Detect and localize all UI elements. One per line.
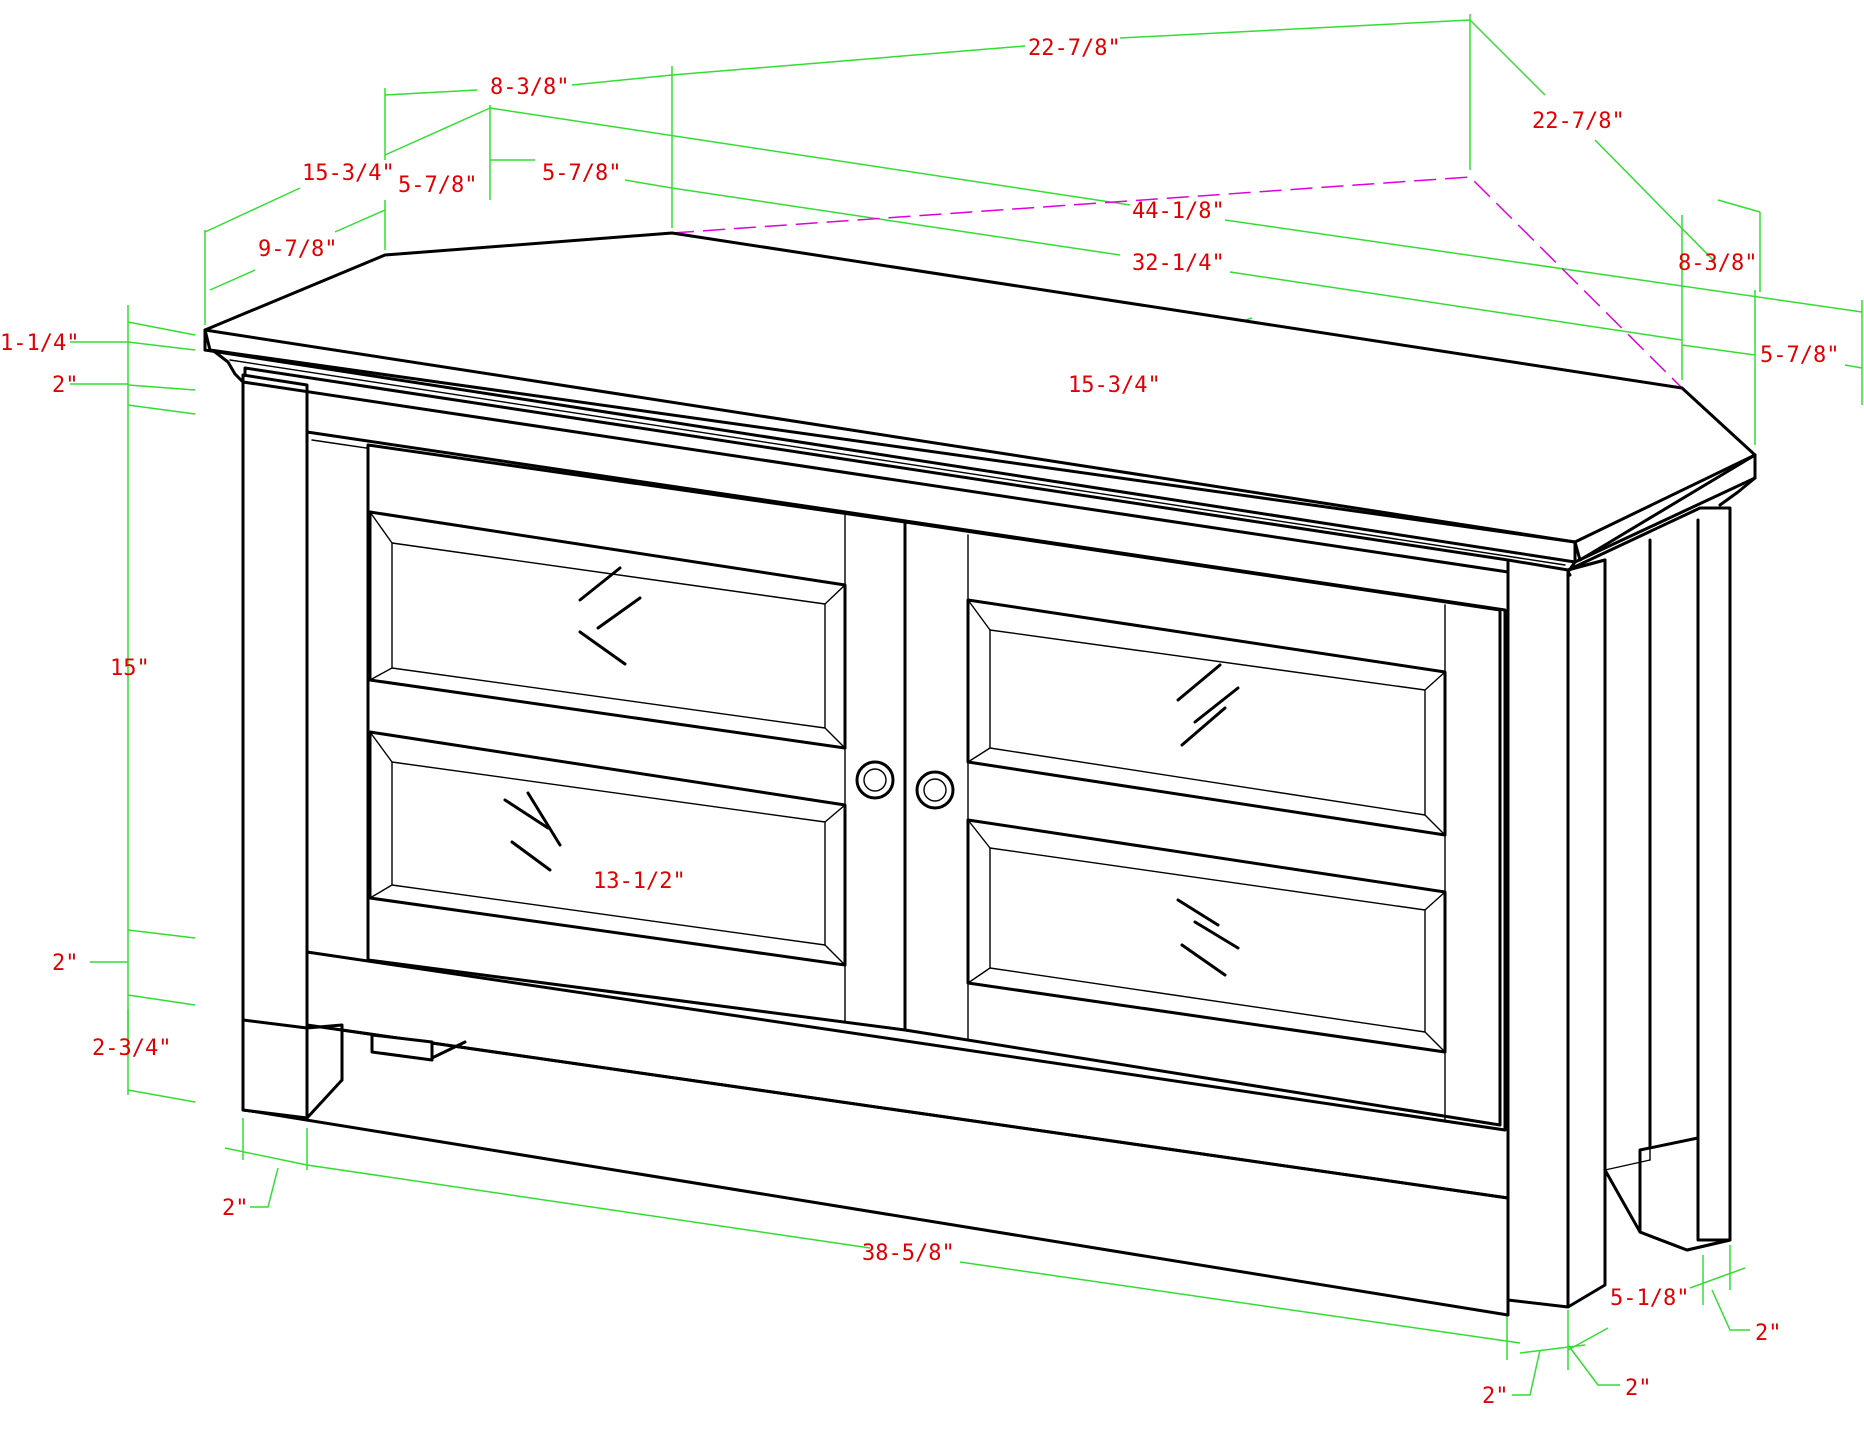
dim-inner-width: 32-1/4" xyxy=(1132,251,1225,276)
left-door-knob xyxy=(855,760,895,800)
dim-top-back-right: 22-7/8" xyxy=(1028,36,1121,61)
toe-kick xyxy=(370,1033,434,1062)
dim-right-back: 8-3/8" xyxy=(1678,251,1757,276)
left-front-leg xyxy=(241,373,309,1120)
dim-leg-right-b: 2" xyxy=(1482,1384,1509,1409)
dim-top-right-side: 22-7/8" xyxy=(1532,109,1625,134)
dim-base-rail: 2" xyxy=(52,951,79,976)
dim-apron-height: 2" xyxy=(52,373,79,398)
dim-leg-width-left: 2" xyxy=(222,1196,249,1221)
dim-right-front: 5-7/8" xyxy=(1760,343,1839,368)
right-door xyxy=(903,520,1502,1127)
dim-right-side-depth: 5-1/8" xyxy=(1610,1286,1689,1311)
dim-left-side: 9-7/8" xyxy=(258,237,337,262)
dim-left-inner-b: 5-7/8" xyxy=(542,161,621,186)
dim-overall-width: 44-1/8" xyxy=(1132,199,1225,224)
dimension-labels: 22-7/8" 22-7/8" 8-3/8" 15-3/4" 5-7/8" 5-… xyxy=(0,36,1839,1409)
right-front-leg xyxy=(1506,558,1607,1309)
dim-top-thickness: 1-1/4" xyxy=(0,331,79,356)
dim-top-depth: 15-3/4" xyxy=(1068,373,1161,398)
tv-stand-outline xyxy=(203,231,1757,1317)
dim-leg-right-c: 2" xyxy=(1625,1376,1652,1401)
dim-top-back-left: 8-3/8" xyxy=(490,75,569,100)
dim-cabinet-height: 15" xyxy=(110,656,150,681)
dim-shelf-depth: 13-1/2" xyxy=(593,869,686,894)
dim-leg-right-a: 2" xyxy=(1755,1321,1782,1346)
dim-front-width: 38-5/8" xyxy=(862,1241,955,1266)
dim-top-left-diag: 15-3/4" xyxy=(302,161,395,186)
right-back-leg xyxy=(1638,1136,1732,1252)
hidden-corner-lines xyxy=(671,176,1683,389)
dim-left-inner-a: 5-7/8" xyxy=(398,173,477,198)
right-door-knob xyxy=(915,770,955,810)
dim-leg-height: 2-3/4" xyxy=(92,1036,171,1061)
